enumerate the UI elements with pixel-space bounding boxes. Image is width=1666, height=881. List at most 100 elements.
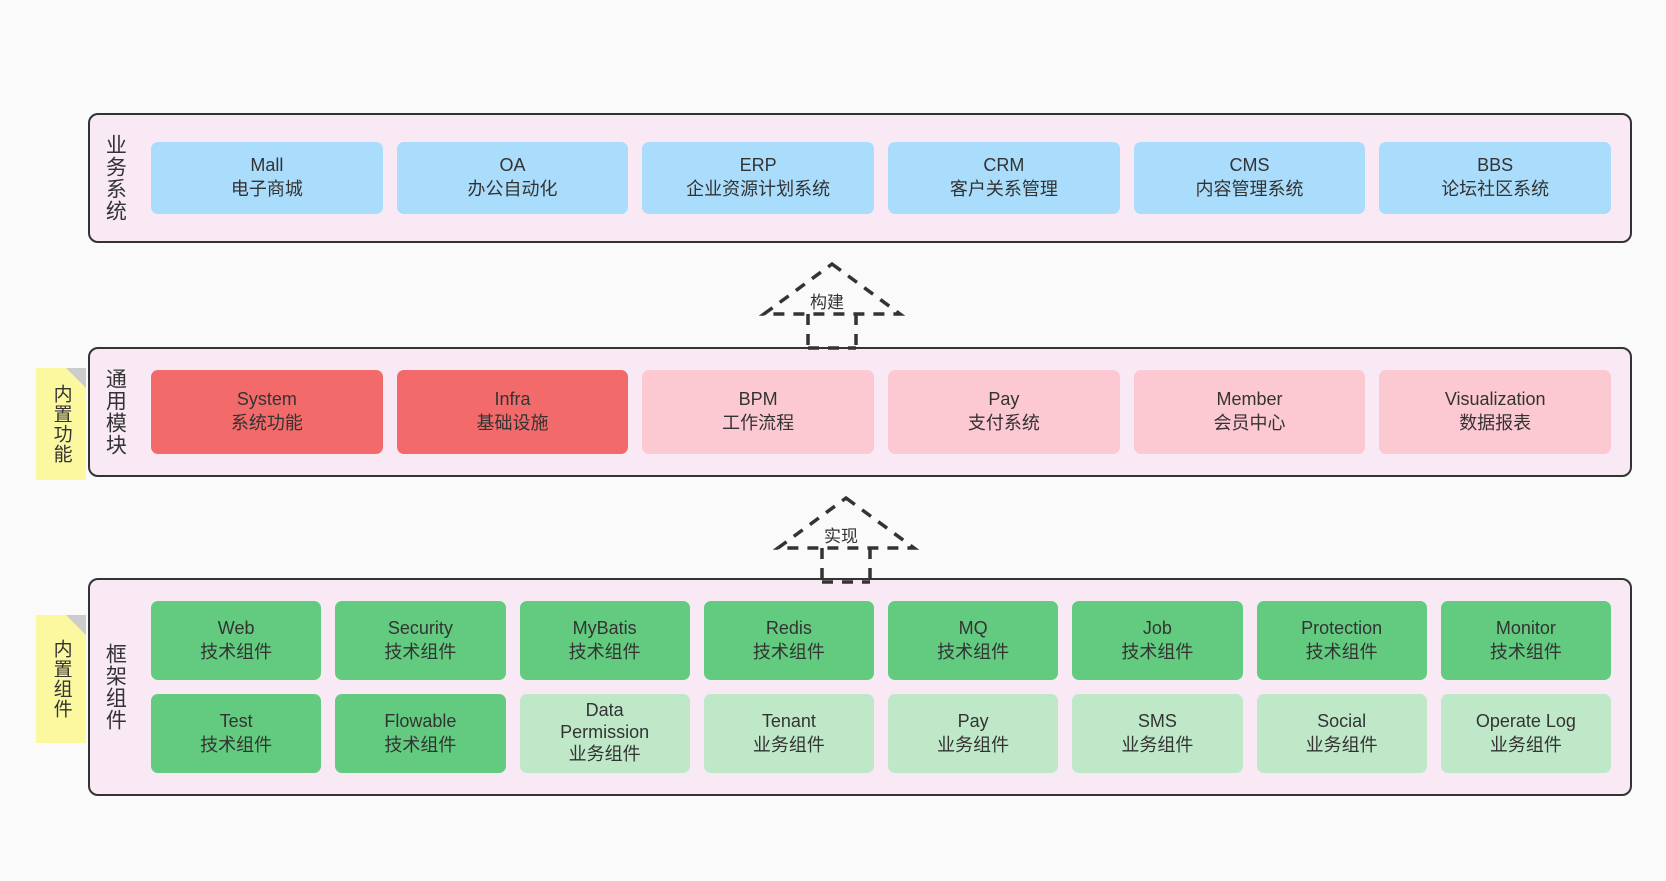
node-flowable[interactable]: Flowable 技术组件 bbox=[335, 694, 506, 773]
node-title: System bbox=[236, 389, 297, 410]
section-body-framework-components: Web 技术组件 Security 技术组件 MyBatis 技术组件 Redi… bbox=[138, 580, 1630, 794]
node-title: Flowable bbox=[384, 710, 457, 731]
node-title: Pay bbox=[957, 710, 989, 731]
node-member[interactable]: Member 会员中心 bbox=[1133, 370, 1366, 454]
node-title: Monitor bbox=[1495, 617, 1556, 638]
node-data-permission[interactable]: Data Permission 业务组件 bbox=[519, 694, 690, 773]
node-title: Test bbox=[219, 710, 253, 731]
node-title: OA bbox=[499, 155, 526, 176]
node-title: BBS bbox=[1477, 155, 1514, 176]
node-title: Job bbox=[1142, 617, 1172, 638]
node-subtitle: 电子商城 bbox=[230, 179, 303, 199]
node-cms[interactable]: CMS 内容管理系统 bbox=[1133, 142, 1366, 214]
node-subtitle: 办公自动化 bbox=[467, 179, 558, 199]
node-protection[interactable]: Protection 技术组件 bbox=[1256, 601, 1427, 680]
node-redis[interactable]: Redis 技术组件 bbox=[703, 601, 874, 680]
node-operate-log[interactable]: Operate Log 业务组件 bbox=[1440, 694, 1611, 773]
node-mq[interactable]: MQ 技术组件 bbox=[888, 601, 1059, 680]
section-body-business-system: Mall 电子商城 OA 办公自动化 ERP 企业资源计划系统 CRM 客户关系… bbox=[138, 115, 1630, 241]
node-subtitle: 技术组件 bbox=[384, 734, 457, 755]
node-title: Security bbox=[387, 617, 453, 638]
node-subtitle: 技术组件 bbox=[1305, 641, 1378, 662]
node-title: Operate Log bbox=[1475, 710, 1576, 731]
node-visualization[interactable]: Visualization 数据报表 bbox=[1379, 370, 1612, 454]
section-framework-components: 框架组件 Web 技术组件 Security 技术组件 MyBatis 技术组件… bbox=[88, 578, 1632, 796]
node-subtitle: 技术组件 bbox=[568, 641, 641, 662]
node-infra[interactable]: Infra 基础设施 bbox=[396, 370, 629, 454]
node-title: BPM bbox=[738, 389, 778, 410]
connector-implement-label: 实现 bbox=[824, 527, 858, 546]
node-title: Social bbox=[1317, 710, 1367, 731]
node-title: MQ bbox=[958, 617, 988, 638]
node-subtitle: 系统功能 bbox=[230, 413, 303, 433]
node-title: Pay bbox=[988, 389, 1020, 410]
node-tenant[interactable]: Tenant 业务组件 bbox=[703, 694, 874, 773]
node-subtitle: 技术组件 bbox=[200, 734, 273, 755]
node-test[interactable]: Test 技术组件 bbox=[151, 694, 322, 773]
node-title: Member bbox=[1216, 389, 1283, 410]
node-title: CRM bbox=[983, 155, 1025, 176]
node-subtitle: 技术组件 bbox=[200, 641, 273, 662]
connector-implement: 实现 bbox=[766, 492, 926, 584]
node-system[interactable]: System 系统功能 bbox=[151, 370, 383, 454]
node-subtitle: 技术组件 bbox=[1489, 641, 1562, 662]
node-mybatis[interactable]: MyBatis 技术组件 bbox=[519, 601, 690, 680]
node-title: Tenant bbox=[761, 710, 816, 731]
node-web[interactable]: Web 技术组件 bbox=[151, 601, 322, 680]
sticky-note-label: 内置组件 bbox=[50, 639, 72, 719]
node-bpm[interactable]: BPM 工作流程 bbox=[642, 370, 875, 454]
node-title: Visualization bbox=[1444, 389, 1546, 410]
node-security[interactable]: Security 技术组件 bbox=[335, 601, 506, 680]
node-subtitle: 基础设施 bbox=[476, 413, 549, 433]
node-subtitle: 技术组件 bbox=[937, 641, 1010, 662]
connector-implement-arrow bbox=[772, 495, 920, 584]
section-common-modules: 通用模块 System 系统功能 Infra 基础设施 BPM 工作流程 Pay… bbox=[88, 347, 1632, 477]
node-mall[interactable]: Mall 电子商城 bbox=[151, 142, 383, 214]
node-subtitle: 客户关系管理 bbox=[949, 179, 1058, 199]
node-subtitle: 业务组件 bbox=[752, 734, 825, 755]
node-sms[interactable]: SMS 业务组件 bbox=[1072, 694, 1243, 773]
node-subtitle: 业务组件 bbox=[568, 744, 641, 765]
note-fold-corner-icon bbox=[66, 368, 86, 388]
node-social[interactable]: Social 业务组件 bbox=[1256, 694, 1427, 773]
node-pay-business[interactable]: Pay 业务组件 bbox=[888, 694, 1059, 773]
node-pay[interactable]: Pay 支付系统 bbox=[888, 370, 1120, 454]
node-subtitle: 支付系统 bbox=[967, 413, 1040, 433]
node-oa[interactable]: OA 办公自动化 bbox=[396, 142, 629, 214]
sticky-note-builtin-features: 内置功能 bbox=[36, 368, 86, 480]
node-title: Protection bbox=[1301, 617, 1383, 638]
node-row: Web 技术组件 Security 技术组件 MyBatis 技术组件 Redi… bbox=[144, 601, 1618, 680]
node-title: Data Permission bbox=[560, 700, 650, 742]
node-crm[interactable]: CRM 客户关系管理 bbox=[888, 142, 1120, 214]
node-subtitle: 内容管理系统 bbox=[1195, 179, 1304, 199]
node-title: ERP bbox=[739, 155, 777, 176]
node-subtitle: 数据报表 bbox=[1459, 413, 1532, 433]
node-job[interactable]: Job 技术组件 bbox=[1072, 601, 1243, 680]
node-subtitle: 业务组件 bbox=[1489, 734, 1562, 755]
node-row: Mall 电子商城 OA 办公自动化 ERP 企业资源计划系统 CRM 客户关系… bbox=[144, 142, 1618, 214]
section-label-framework-components: 框架组件 bbox=[103, 643, 127, 731]
node-row: Test 技术组件 Flowable 技术组件 Data Permission … bbox=[144, 694, 1618, 773]
node-subtitle: 业务组件 bbox=[1305, 734, 1378, 755]
node-subtitle: 技术组件 bbox=[1121, 641, 1194, 662]
node-subtitle: 会员中心 bbox=[1213, 413, 1286, 433]
node-subtitle: 技术组件 bbox=[752, 641, 825, 662]
node-row: System 系统功能 Infra 基础设施 BPM 工作流程 Pay 支付系统… bbox=[144, 370, 1618, 454]
section-label-common-modules: 通用模块 bbox=[103, 368, 127, 456]
node-title: SMS bbox=[1137, 710, 1177, 731]
section-label-business-system: 业务系统 bbox=[103, 134, 127, 222]
note-fold-corner-icon bbox=[66, 615, 86, 635]
connector-build: 构建 bbox=[752, 258, 912, 350]
node-subtitle: 业务组件 bbox=[937, 734, 1010, 755]
node-bbs[interactable]: BBS 论坛社区系统 bbox=[1379, 142, 1612, 214]
node-erp[interactable]: ERP 企业资源计划系统 bbox=[642, 142, 875, 214]
node-title: Web bbox=[217, 617, 255, 638]
node-title: Redis bbox=[765, 617, 812, 638]
section-business-system: 业务系统 Mall 电子商城 OA 办公自动化 ERP 企业资源计划系统 CRM… bbox=[88, 113, 1632, 243]
section-body-common-modules: System 系统功能 Infra 基础设施 BPM 工作流程 Pay 支付系统… bbox=[138, 349, 1630, 475]
node-monitor[interactable]: Monitor 技术组件 bbox=[1440, 601, 1611, 680]
node-subtitle: 企业资源计划系统 bbox=[686, 179, 831, 199]
connector-build-label: 构建 bbox=[810, 293, 844, 312]
connector-build-arrow bbox=[758, 261, 906, 350]
